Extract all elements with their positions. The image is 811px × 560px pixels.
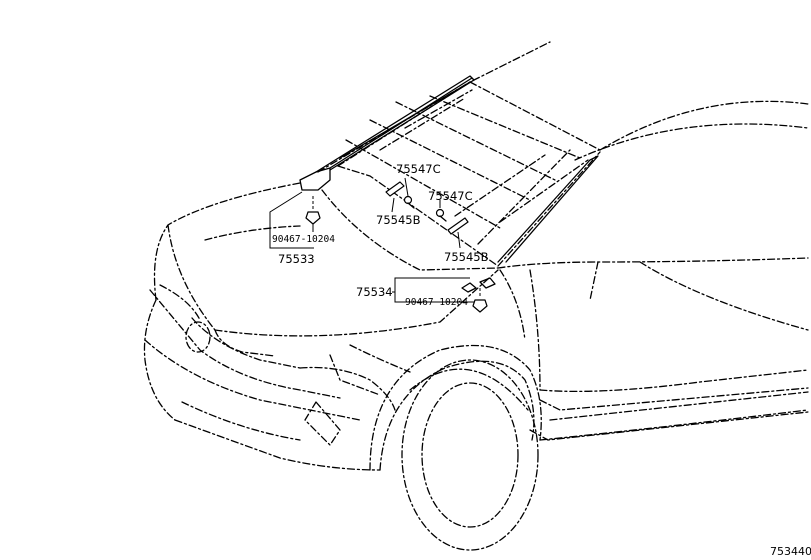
clip-90467-left [305, 196, 321, 230]
molding-75545b-upper [385, 181, 405, 197]
label-75545b-upper: 75545B [376, 213, 421, 227]
part-labels: 75547C 75545B 75547C 75545B 90467-10204 … [272, 162, 811, 558]
clip-75547c-upper [403, 195, 415, 209]
diagram-code: 753440 [770, 545, 811, 558]
clip-90467-right [472, 288, 488, 313]
leader-lines [269, 177, 474, 303]
label-75534: 75534 [356, 285, 393, 299]
label-75547c-upper: 75547C [396, 162, 441, 176]
label-75533: 75533 [278, 252, 315, 266]
pillar-garnish-75533 [299, 75, 475, 191]
label-90467-left: 90467-10204 [272, 234, 335, 245]
cowl-75534 [461, 155, 599, 293]
vehicle-outline [143, 41, 809, 551]
label-75545b-lower: 75545B [444, 250, 489, 264]
molding-75545b-lower [447, 217, 469, 235]
clip-75547c-lower [435, 208, 447, 222]
label-90467-right: 90467-10204 [405, 297, 468, 308]
label-75547c-lower: 75547C [428, 189, 473, 203]
